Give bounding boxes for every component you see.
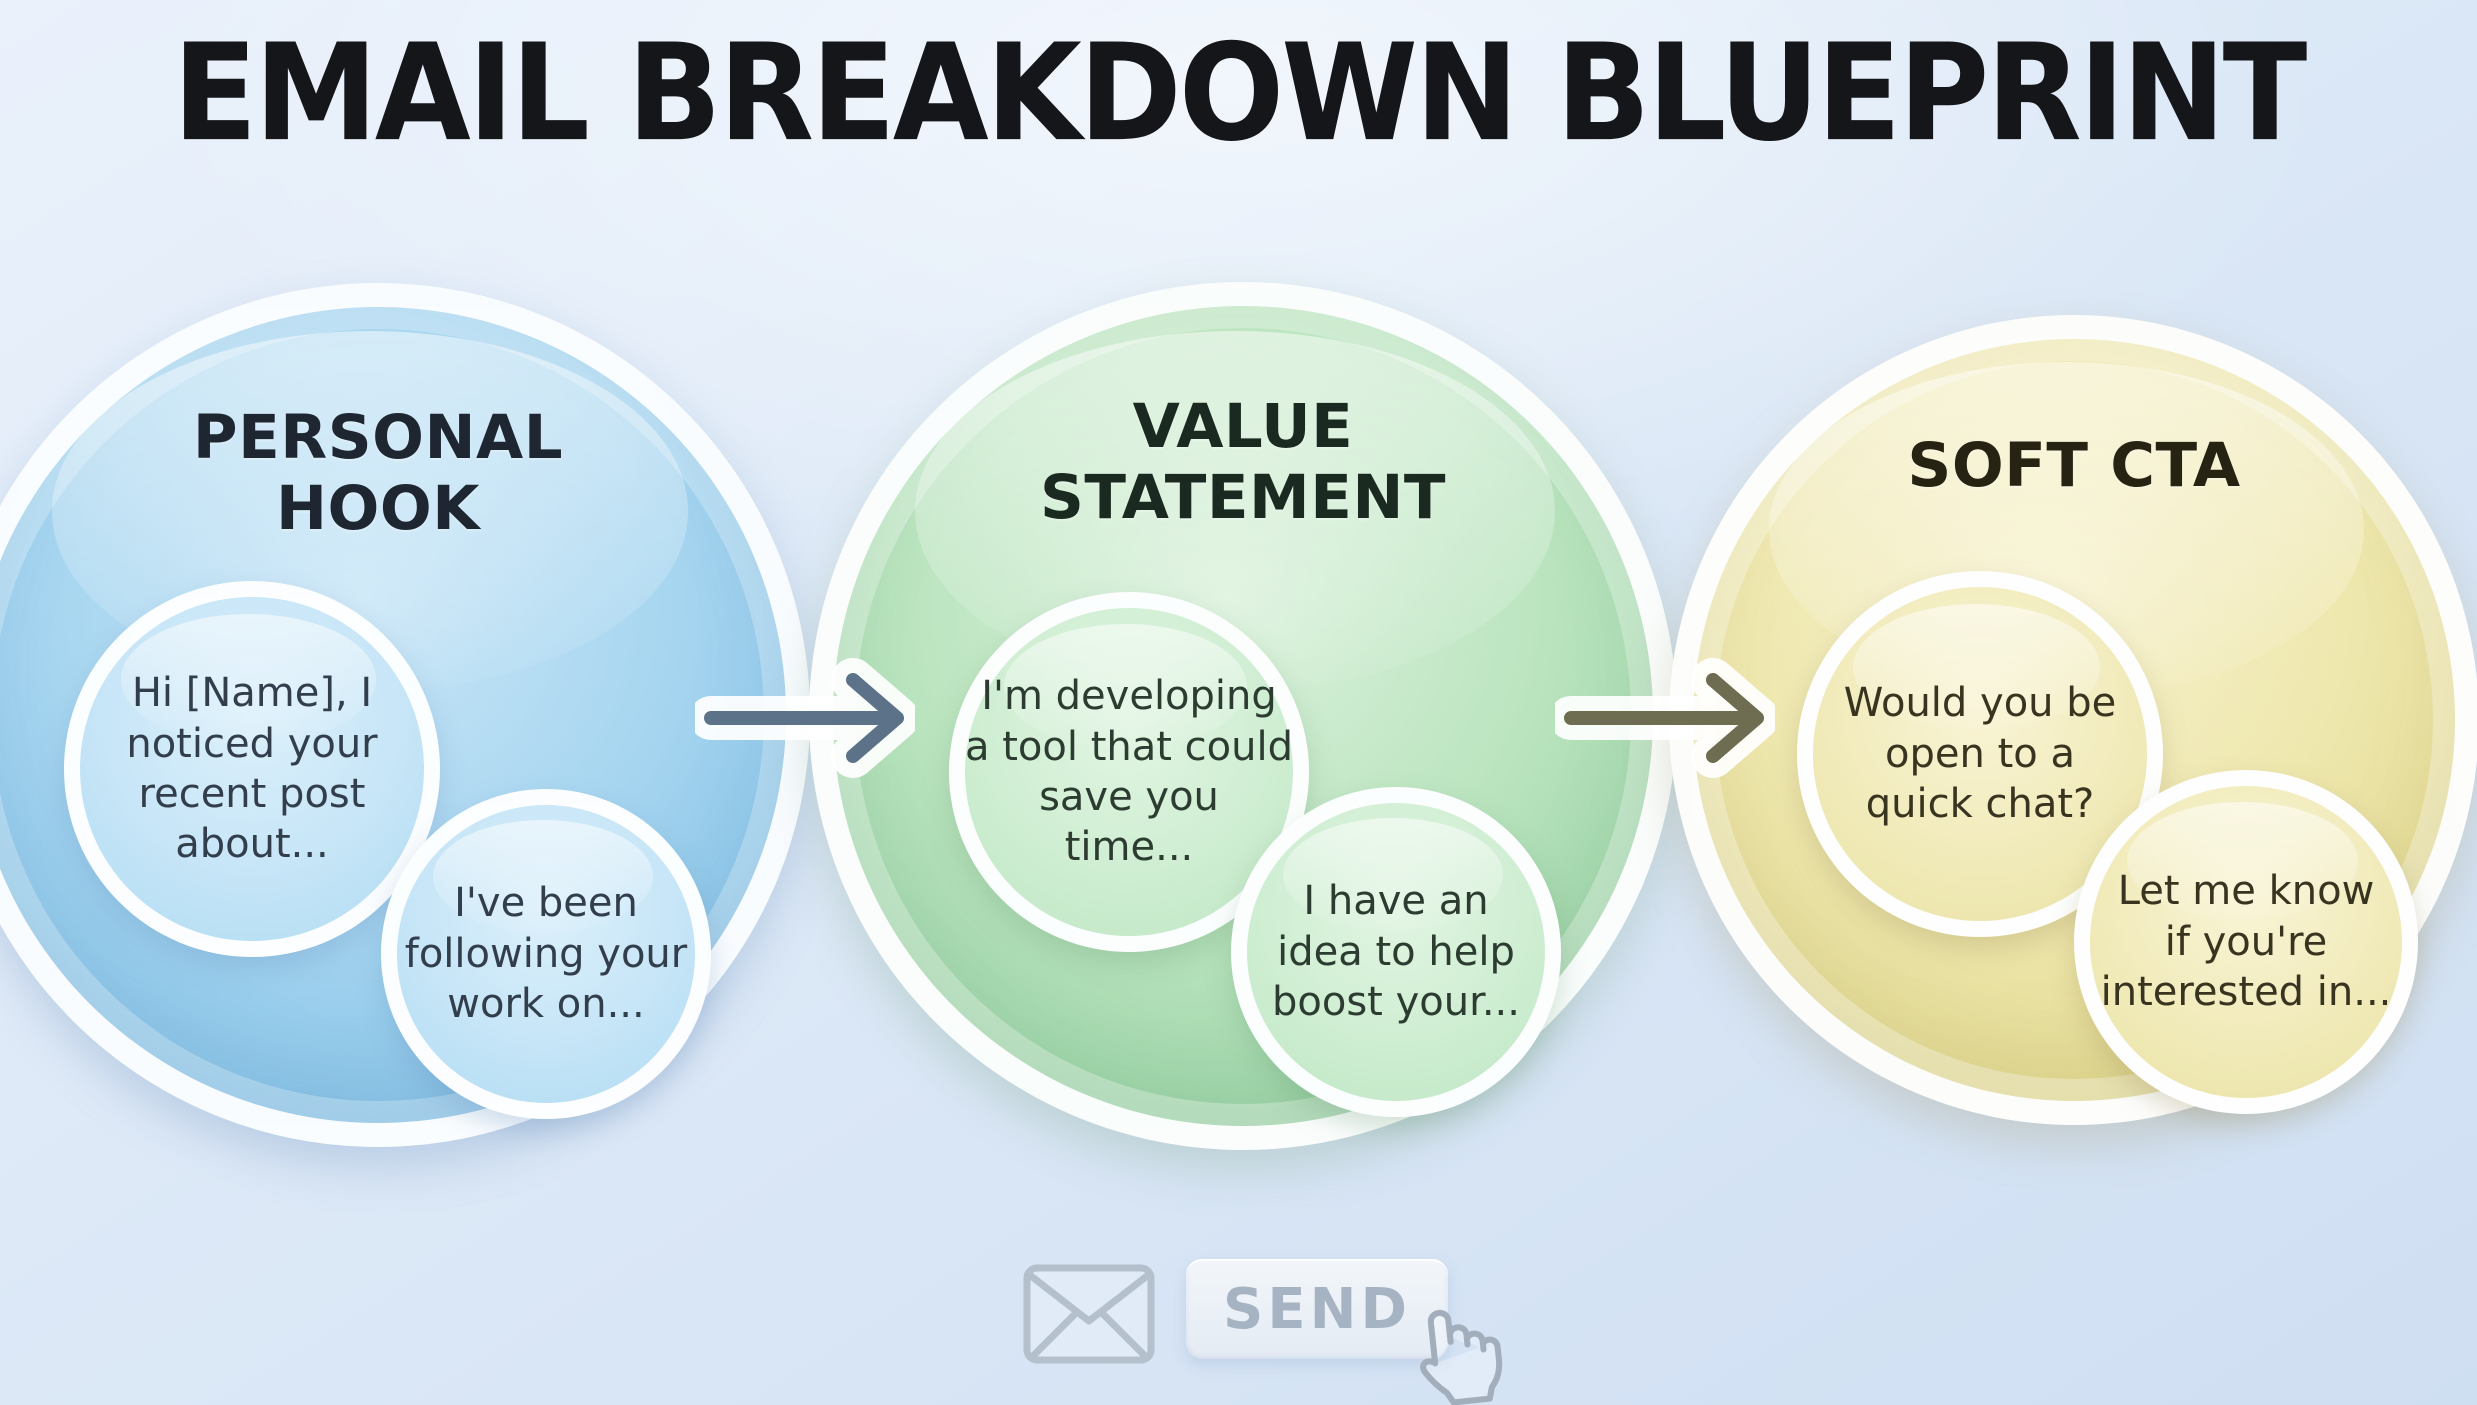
flow-arrow-icon-1 bbox=[695, 658, 915, 778]
stage-heading-soft-cta: SOFT CTA bbox=[1907, 430, 2241, 501]
stage-circle-personal-hook: PERSONAL HOOK Hi [Name], I noticed your … bbox=[0, 283, 810, 1147]
envelope-icon bbox=[1023, 1264, 1155, 1364]
send-button-label: SEND bbox=[1223, 1276, 1411, 1342]
stage-circle-soft-cta: SOFT CTA Would you be open to a quick ch… bbox=[1669, 315, 2477, 1125]
example-bubble-soft-cta-2: Let me know if you're interested in... bbox=[2074, 770, 2418, 1114]
bubble-text: Let me know if you're interested in... bbox=[2100, 868, 2392, 1016]
stage-heading-value-statement: VALUE STATEMENT bbox=[1039, 391, 1447, 533]
stage-heading-personal-hook: PERSONAL HOOK bbox=[192, 402, 564, 544]
bubble-text: I've been following your work on... bbox=[404, 880, 688, 1028]
send-button[interactable]: SEND bbox=[1186, 1259, 1448, 1359]
page-title: EMAIL BREAKDOWN BLUEPRINT bbox=[172, 16, 2308, 172]
example-bubble-personal-hook-2: I've been following your work on... bbox=[381, 789, 711, 1119]
bubble-text: Hi [Name], I noticed your recent post ab… bbox=[126, 670, 378, 868]
flow-arrow-icon-2 bbox=[1555, 658, 1775, 778]
stage-circle-value-statement: VALUE STATEMENT I'm developing a tool th… bbox=[809, 282, 1677, 1150]
bubble-text: Would you be open to a quick chat? bbox=[1843, 680, 2117, 828]
hand-pointer-icon bbox=[1420, 1309, 1503, 1405]
example-bubble-personal-hook-1: Hi [Name], I noticed your recent post ab… bbox=[64, 581, 440, 957]
bubble-text: I'm developing a tool that could save yo… bbox=[965, 673, 1293, 871]
bubble-text: I have an idea to help boost your... bbox=[1272, 878, 1520, 1026]
